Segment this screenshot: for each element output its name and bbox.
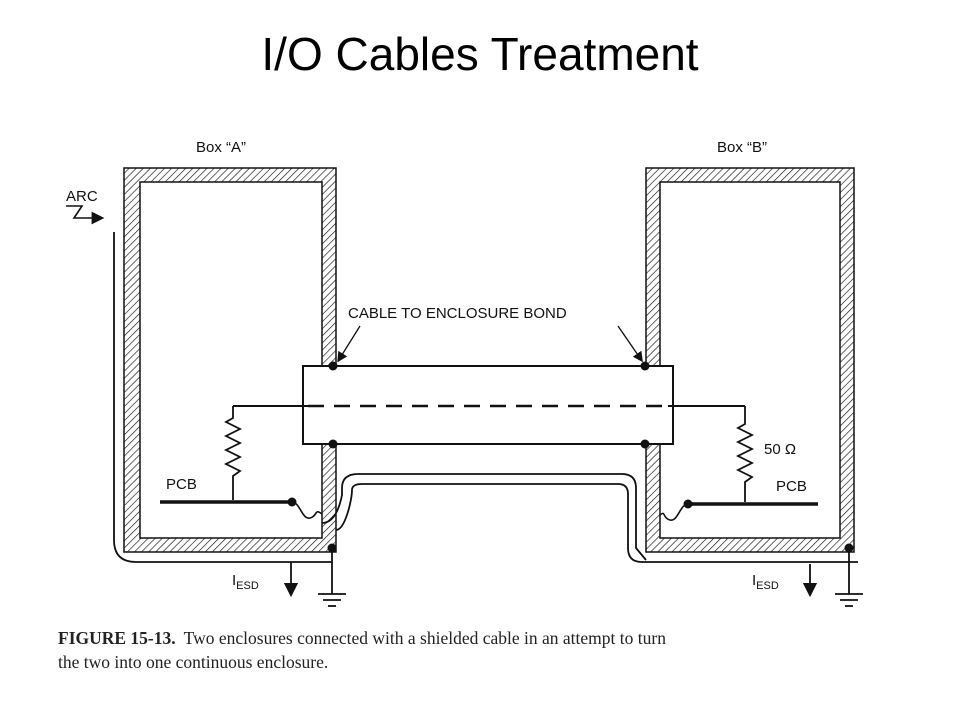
pcb-left-label: PCB [166, 476, 197, 493]
arc-label: ARC [66, 188, 98, 205]
box-a-label: Box “A” [196, 139, 246, 156]
iesd-arrows [283, 562, 818, 598]
resistor-label: 50 Ω [764, 441, 796, 458]
box-b-enclosure [645, 167, 855, 553]
right-pcb-circuit [659, 406, 818, 521]
box-b-label: Box “B” [717, 139, 767, 156]
left-pcb-circuit [160, 406, 323, 519]
box-a-enclosure [123, 167, 337, 553]
bond-label: CABLE TO ENCLOSURE BOND [348, 305, 567, 322]
shielded-cable [233, 365, 745, 445]
figure-caption-line2: the two into one continuous enclosure. [58, 652, 328, 672]
ground-right [835, 548, 863, 607]
figure-caption-line1: FIGURE 15-13.Two enclosures connected wi… [58, 628, 666, 648]
iesd-right-label: IESD [752, 572, 779, 592]
ground-left [318, 562, 346, 607]
figure-label: FIGURE 15-13. [58, 628, 176, 648]
bond-arrows [337, 325, 643, 363]
pcb-right-label: PCB [776, 478, 807, 495]
iesd-left-label: IESD [232, 572, 259, 592]
arc-path [66, 205, 333, 563]
slide-title: I/O Cables Treatment [261, 28, 699, 80]
return-path [321, 473, 858, 563]
